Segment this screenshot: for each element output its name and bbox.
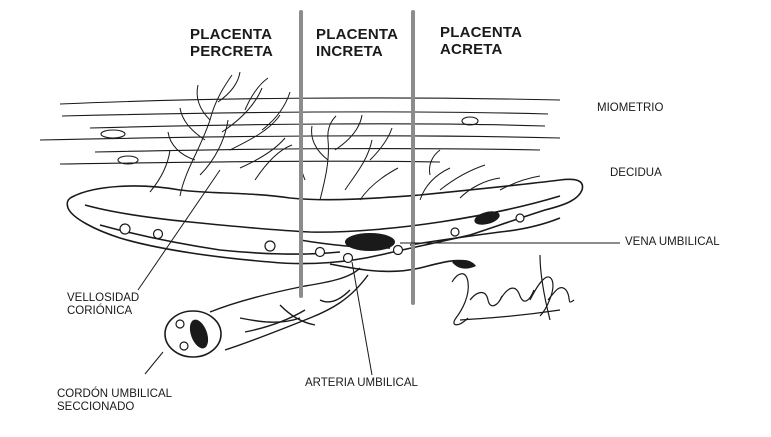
umbilical-vein-lumen xyxy=(345,233,395,251)
label-decidua: DECIDUA xyxy=(610,167,662,180)
label-arteria-umbilical: ARTERIA UMBILICAL xyxy=(305,377,418,390)
label-vena-umbilical: VENA UMBILICAL xyxy=(625,236,720,249)
header-placenta-increta: PLACENTA INCRETA xyxy=(316,26,398,61)
label-vellosidad-corionica: VELLOSIDAD CORIÓNICA xyxy=(67,292,139,318)
header-placenta-percreta: PLACENTA PERCRETA xyxy=(190,26,273,61)
label-miometrio: MIOMETRIO xyxy=(597,102,663,115)
header-placenta-acreta: PLACENTA ACRETA xyxy=(440,24,522,59)
cord-cross-section xyxy=(165,311,221,357)
label-cordon-umbilical: CORDÓN UMBILICAL SECCIONADO xyxy=(57,388,172,414)
